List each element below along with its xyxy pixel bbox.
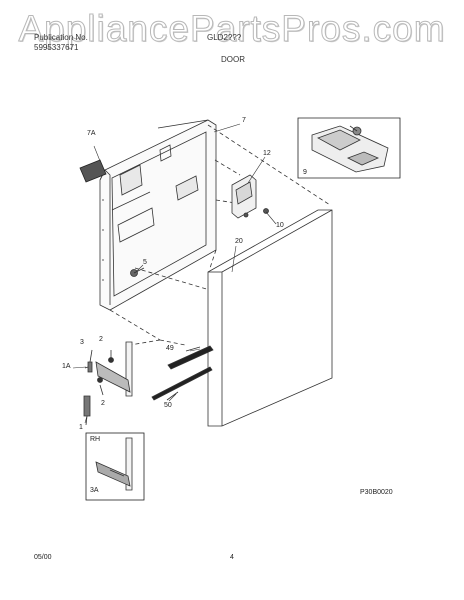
footer-date: 05/00	[34, 554, 52, 561]
callout-10: 10	[276, 222, 284, 229]
callout-1a: 1A	[62, 363, 71, 370]
callout-7: 7	[242, 117, 246, 124]
callout-7a: 7A	[87, 130, 96, 137]
rh-hinge-inset	[85, 432, 145, 501]
callout-12: 12	[263, 150, 271, 157]
gasket-49	[167, 345, 214, 370]
callout-50: 50	[164, 402, 172, 409]
door-decal	[79, 159, 107, 183]
footer-page-number: 4	[230, 554, 234, 561]
callout-5: 5	[143, 259, 147, 266]
model-number: GLD2???	[207, 33, 242, 42]
door-spring	[83, 395, 91, 426]
callout-49: 49	[166, 345, 174, 352]
callout-2-lower: 2	[101, 400, 105, 407]
watermark: AppliancePartsPros.com	[18, 8, 446, 50]
screw-5	[130, 267, 145, 277]
diagram-code: P30B0020	[360, 489, 393, 496]
outer-door-panel	[207, 209, 333, 427]
publication-label: Publication No.	[34, 33, 88, 42]
inner-door-panel	[99, 119, 217, 311]
callout-9: 9	[303, 169, 307, 176]
gasket-50	[151, 366, 213, 401]
callout-1: 1	[79, 424, 83, 431]
section-title: DOOR	[221, 55, 245, 64]
callout-3a: 3A	[90, 487, 99, 494]
callout-20: 20	[235, 238, 243, 245]
callout-rh: RH	[90, 436, 101, 443]
publication-number: 5995337671	[34, 43, 79, 52]
hinge-assembly	[84, 341, 133, 397]
callout-3: 3	[80, 339, 84, 346]
callout-2-upper: 2	[99, 336, 103, 343]
dispenser-inset	[297, 117, 401, 179]
door-latch	[231, 174, 269, 219]
